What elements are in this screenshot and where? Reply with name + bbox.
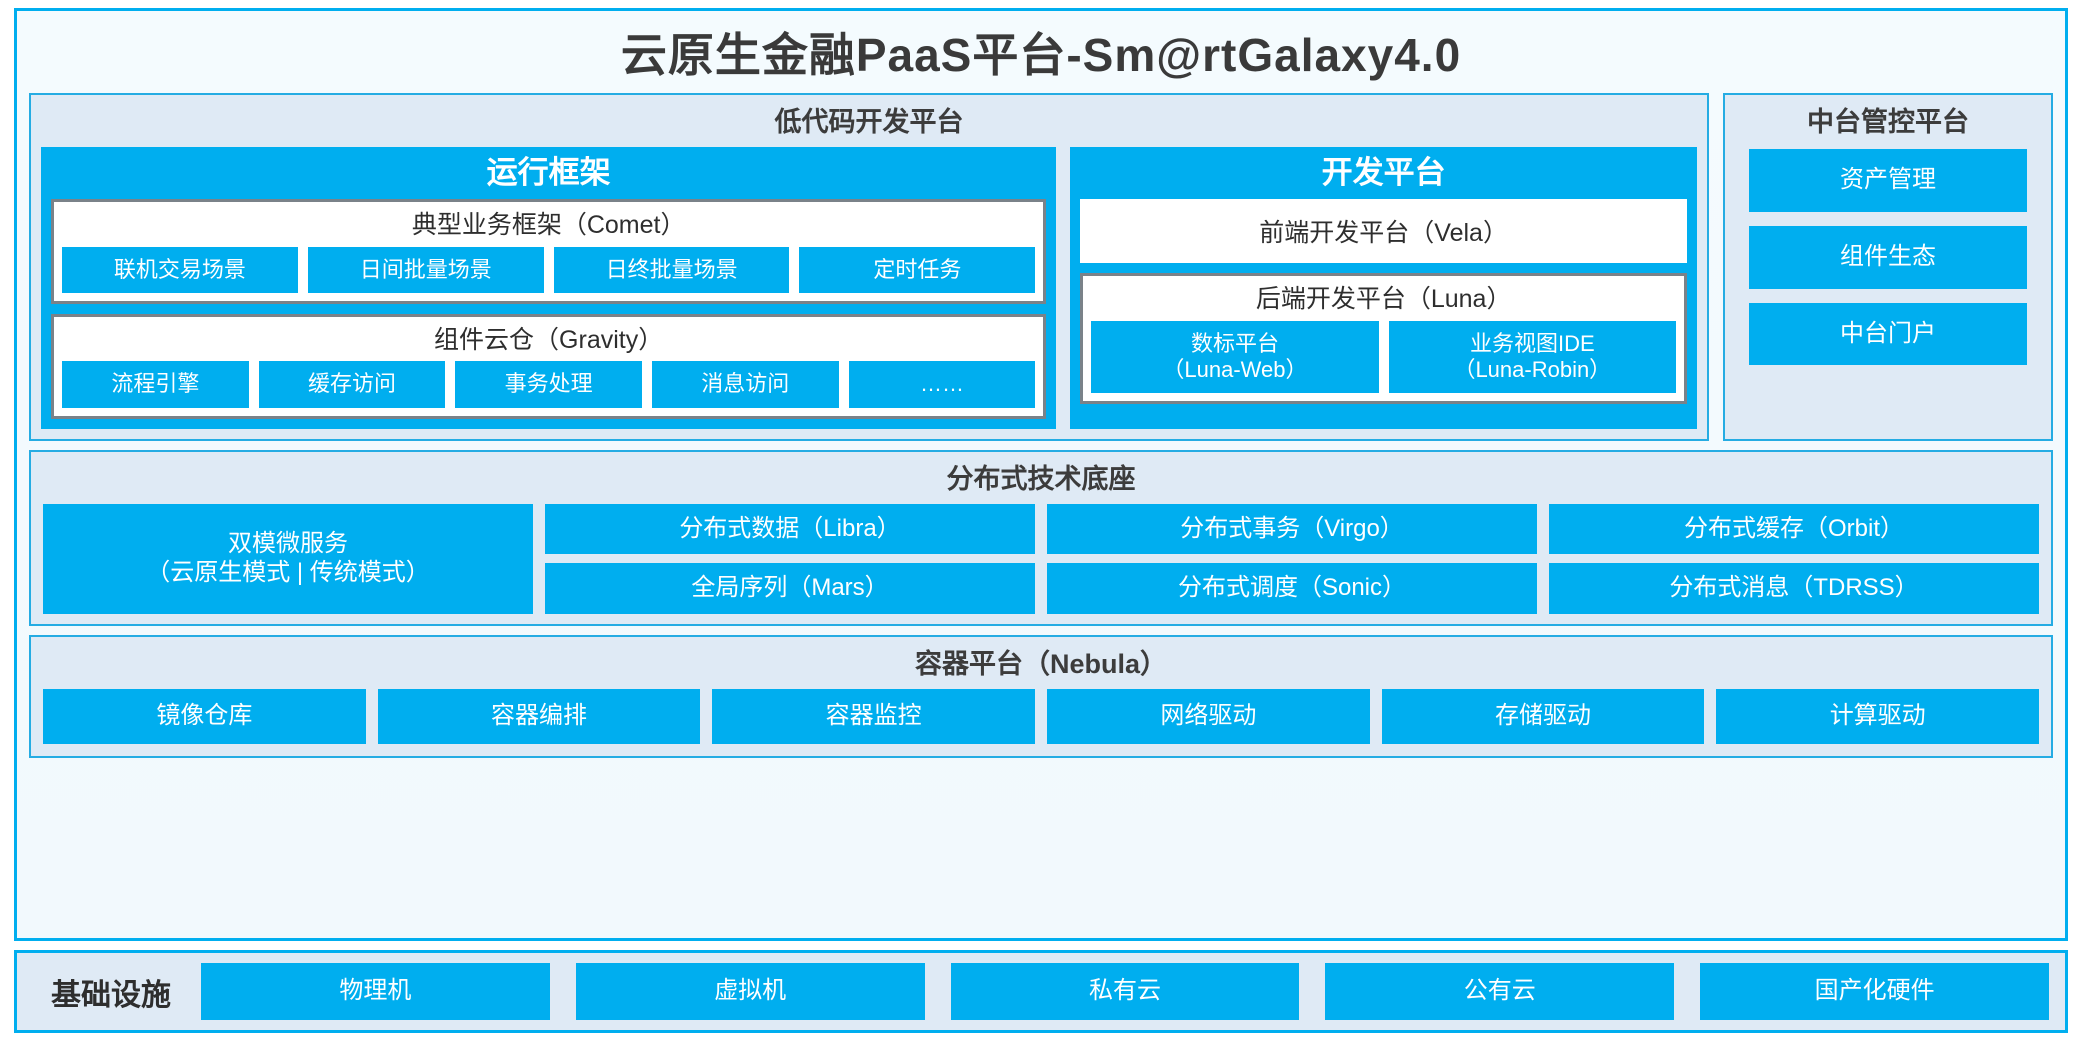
- luna-group: 后端开发平台（Luna） 数标平台 （Luna-Web） 业务视图IDE （Lu…: [1080, 273, 1687, 405]
- comet-item[interactable]: 定时任务: [799, 246, 1036, 293]
- container-item-compute-driver[interactable]: 计算驱动: [1716, 688, 2040, 744]
- infrastructure-panel: 基础设施 物理机 虚拟机 私有云 公有云 国产化硬件: [14, 950, 2068, 1033]
- infrastructure-items: 物理机 虚拟机 私有云 公有云 国产化硬件: [201, 963, 2049, 1020]
- distributed-column-1: 分布式数据（Libra） 全局序列（Mars）: [545, 503, 1035, 615]
- lowcode-platform-section: 低代码开发平台 运行框架 典型业务框架（Comet） 联机交易场景 日间批量场景: [29, 93, 1709, 441]
- container-item-storage-driver[interactable]: 存储驱动: [1381, 688, 1705, 744]
- distributed-message-tdrss[interactable]: 分布式消息（TDRSS）: [1549, 563, 2039, 615]
- container-item-monitoring[interactable]: 容器监控: [712, 688, 1036, 744]
- container-item-network-driver[interactable]: 网络驱动: [1047, 688, 1370, 744]
- comet-item[interactable]: 日终批量场景: [553, 246, 790, 293]
- midplatform-item-portal[interactable]: 中台门户: [1749, 302, 2027, 366]
- comet-items: 联机交易场景 日间批量场景 日终批量场景 定时任务: [62, 246, 1036, 293]
- runtime-framework-title: 运行框架: [486, 154, 611, 190]
- runtime-framework-inner: 典型业务框架（Comet） 联机交易场景 日间批量场景 日终批量场景 定时任务 …: [41, 199, 1056, 419]
- gravity-group: 组件云仓（Gravity） 流程引擎 缓存访问 事务处理 消息访问 ……: [51, 313, 1047, 419]
- global-sequence-mars[interactable]: 全局序列（Mars）: [545, 563, 1035, 615]
- dev-platform-title: 开发平台: [1321, 154, 1446, 190]
- comet-item[interactable]: 联机交易场景: [62, 246, 298, 293]
- distributed-tech-title: 分布式技术底座: [946, 463, 1136, 494]
- infrastructure-item-virtual-machine[interactable]: 虚拟机: [575, 963, 925, 1020]
- infrastructure-item-physical-machine[interactable]: 物理机: [201, 963, 550, 1020]
- gravity-title: 组件云仓（Gravity）: [434, 325, 664, 354]
- row-lowcode-and-midplatform: 低代码开发平台 运行框架 典型业务框架（Comet） 联机交易场景 日间批量场景: [29, 93, 2053, 441]
- comet-group: 典型业务框架（Comet） 联机交易场景 日间批量场景 日终批量场景 定时任务: [51, 199, 1047, 304]
- platform-outer-panel: 云原生金融PaaS平台-Sm@rtGalaxy4.0 低代码开发平台 运行框架 …: [14, 8, 2068, 942]
- infrastructure-item-private-cloud[interactable]: 私有云: [950, 963, 1300, 1020]
- gravity-item[interactable]: 流程引擎: [62, 361, 249, 408]
- infrastructure-label: 基础设施: [51, 978, 171, 1012]
- infrastructure-item-public-cloud[interactable]: 公有云: [1325, 963, 1675, 1020]
- comet-title: 典型业务框架（Comet）: [411, 211, 686, 240]
- container-platform-items: 镜像仓库 容器编排 容器监控 网络驱动 存储驱动 计算驱动: [41, 688, 2041, 746]
- dev-platform-card[interactable]: 开发平台 前端开发平台（Vela） 后端开发平台（Luna） 数标平台 （Lun…: [1070, 146, 1697, 429]
- gravity-item-ellipsis[interactable]: ……: [848, 361, 1036, 408]
- distributed-data-libra[interactable]: 分布式数据（Libra）: [545, 503, 1035, 555]
- comet-item[interactable]: 日间批量场景: [307, 246, 544, 293]
- gravity-item[interactable]: 缓存访问: [258, 361, 446, 408]
- container-platform-title: 容器平台（Nebula）: [914, 649, 1168, 680]
- gravity-items: 流程引擎 缓存访问 事务处理 消息访问 ……: [62, 361, 1036, 408]
- luna-items: 数标平台 （Luna-Web） 业务视图IDE （Luna-Robin）: [1091, 320, 1676, 394]
- lowcode-platform-body: 运行框架 典型业务框架（Comet） 联机交易场景 日间批量场景 日终批量场景 …: [41, 146, 1697, 429]
- distributed-column-2: 分布式事务（Virgo） 分布式调度（Sonic）: [1047, 503, 1537, 615]
- distributed-cache-orbit[interactable]: 分布式缓存（Orbit）: [1549, 503, 2039, 555]
- container-item-image-repo[interactable]: 镜像仓库: [43, 688, 366, 744]
- midplatform-item-component-ecology[interactable]: 组件生态: [1749, 225, 2027, 289]
- frontend-dev-platform[interactable]: 前端开发平台（Vela）: [1080, 199, 1687, 264]
- distributed-transaction-virgo[interactable]: 分布式事务（Virgo）: [1047, 503, 1537, 555]
- luna-web-item[interactable]: 数标平台 （Luna-Web）: [1091, 320, 1379, 394]
- microservice-column: 双模微服务 （云原生模式 | 传统模式）: [43, 503, 533, 615]
- dual-mode-microservice[interactable]: 双模微服务 （云原生模式 | 传统模式）: [43, 503, 533, 615]
- gravity-item[interactable]: 事务处理: [455, 361, 642, 408]
- midplatform-item-asset-management[interactable]: 资产管理: [1749, 148, 2027, 212]
- lowcode-platform-title: 低代码开发平台: [774, 107, 964, 138]
- distributed-scheduling-sonic[interactable]: 分布式调度（Sonic）: [1047, 563, 1537, 615]
- luna-robin-item[interactable]: 业务视图IDE （Luna-Robin）: [1388, 320, 1676, 394]
- midplatform-items: 资产管理 组件生态 中台门户: [1735, 147, 2041, 429]
- gravity-item[interactable]: 消息访问: [651, 361, 839, 408]
- infrastructure-item-domestic-hardware[interactable]: 国产化硬件: [1700, 963, 2049, 1020]
- distributed-column-3: 分布式缓存（Orbit） 分布式消息（TDRSS）: [1549, 503, 2039, 615]
- page-title: 云原生金融PaaS平台-Sm@rtGalaxy4.0: [620, 29, 1462, 81]
- runtime-framework-card[interactable]: 运行框架 典型业务框架（Comet） 联机交易场景 日间批量场景 日终批量场景 …: [41, 146, 1057, 429]
- dev-platform-inner: 前端开发平台（Vela） 后端开发平台（Luna） 数标平台 （Luna-Web…: [1070, 199, 1697, 419]
- container-platform-section: 容器平台（Nebula） 镜像仓库 容器编排 容器监控 网络驱动 存储驱动 计算…: [29, 635, 2053, 758]
- container-item-orchestration[interactable]: 容器编排: [377, 688, 701, 744]
- backend-dev-platform-title: 后端开发平台（Luna）: [1255, 285, 1512, 314]
- distributed-tech-section: 分布式技术底座 双模微服务 （云原生模式 | 传统模式） 分布式数据（Libra…: [29, 449, 2053, 627]
- midplatform-section: 中台管控平台 资产管理 组件生态 中台门户: [1723, 93, 2053, 441]
- midplatform-title: 中台管控平台: [1807, 107, 1969, 138]
- distributed-tech-body: 双模微服务 （云原生模式 | 传统模式） 分布式数据（Libra） 全局序列（M…: [41, 503, 2041, 615]
